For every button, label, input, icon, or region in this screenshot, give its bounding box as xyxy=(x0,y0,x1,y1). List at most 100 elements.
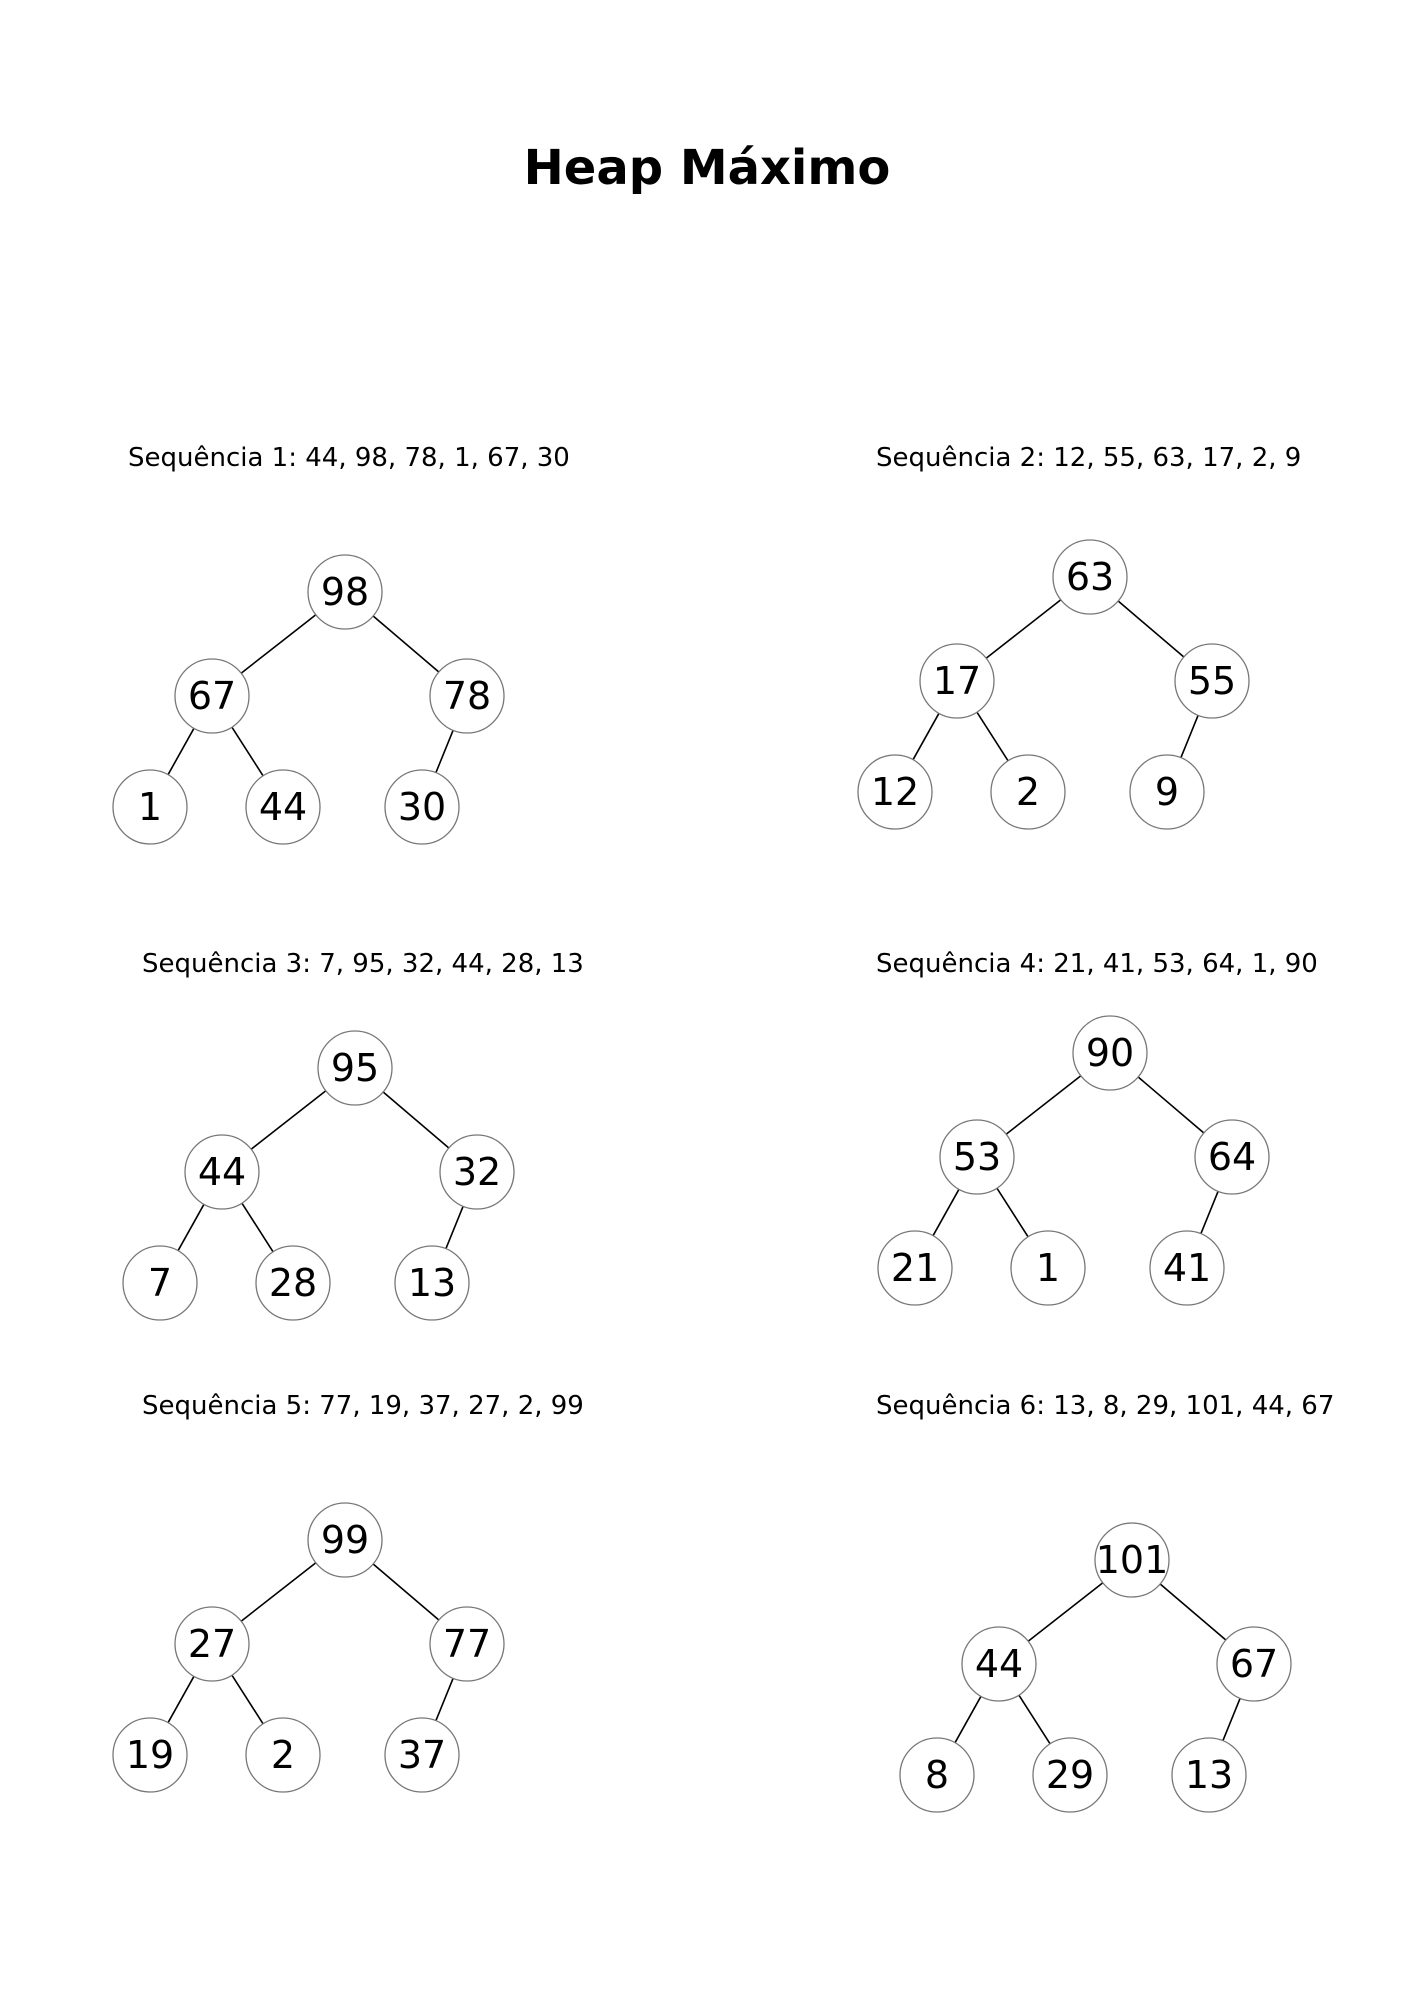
heap-node: 37 xyxy=(384,1717,460,1793)
page-title: Heap Máximo xyxy=(523,140,891,196)
heap-node: 78 xyxy=(429,658,505,734)
tree-edge xyxy=(1222,1697,1241,1742)
node-circle xyxy=(1216,1626,1292,1702)
heap-node: 19 xyxy=(112,1717,188,1793)
node-value: 13 xyxy=(408,1261,456,1305)
heap-node: 21 xyxy=(877,1230,953,1306)
node-circle xyxy=(384,1717,460,1793)
heap-node: 29 xyxy=(1032,1737,1108,1813)
tree-edge xyxy=(1200,1190,1219,1235)
sequence-label: Sequência 6: 13, 8, 29, 101, 44, 67 xyxy=(876,1391,1335,1421)
heap-node: 8 xyxy=(899,1737,975,1813)
tree-edge xyxy=(1159,1583,1227,1641)
tree-edge xyxy=(240,614,317,674)
tree-edge xyxy=(372,1563,440,1621)
tree-edge xyxy=(1005,1075,1082,1135)
tree-edge xyxy=(231,1674,264,1725)
tree-edge xyxy=(435,1677,454,1722)
heap-node: 99 xyxy=(307,1502,383,1578)
tree-edge xyxy=(1117,600,1185,658)
node-value: 44 xyxy=(975,1642,1023,1686)
node-value: 63 xyxy=(1066,555,1114,599)
node-value: 9 xyxy=(1155,770,1179,814)
node-circle xyxy=(919,643,995,719)
tree-edge xyxy=(1027,1582,1104,1642)
node-value: 90 xyxy=(1086,1031,1134,1075)
node-value: 37 xyxy=(398,1733,446,1777)
sequence-label: Sequência 3: 7, 95, 32, 44, 28, 13 xyxy=(142,949,584,979)
heap-node: 95 xyxy=(317,1030,393,1106)
node-value: 67 xyxy=(188,674,236,718)
node-value: 64 xyxy=(1208,1135,1256,1179)
heap-node: 90 xyxy=(1072,1015,1148,1091)
node-circle xyxy=(1032,1737,1108,1813)
node-circle xyxy=(857,754,933,830)
heap-node: 101 xyxy=(1094,1522,1170,1598)
node-value: 1 xyxy=(1036,1246,1060,1290)
node-value: 67 xyxy=(1230,1642,1278,1686)
node-value: 2 xyxy=(1016,770,1040,814)
heap-node: 17 xyxy=(919,643,995,719)
node-circle xyxy=(245,769,321,845)
heap-node: 28 xyxy=(255,1245,331,1321)
node-circle xyxy=(429,1606,505,1682)
sequence-label: Sequência 4: 21, 41, 53, 64, 1, 90 xyxy=(876,949,1318,979)
node-circle xyxy=(174,658,250,734)
node-value: 1 xyxy=(138,785,162,829)
node-value: 44 xyxy=(259,785,307,829)
node-circle xyxy=(307,1502,383,1578)
tree-edge xyxy=(240,1562,317,1622)
node-value: 95 xyxy=(331,1046,379,1090)
heap-node: 44 xyxy=(961,1626,1037,1702)
node-circle xyxy=(184,1134,260,1210)
heap-node: 2 xyxy=(990,754,1066,830)
node-circle xyxy=(307,554,383,630)
node-circle xyxy=(877,1230,953,1306)
heap-panel-6: Sequência 6: 13, 8, 29, 101, 44, 67 101 4… xyxy=(876,1390,1414,1830)
node-value: 32 xyxy=(453,1150,501,1194)
node-value: 8 xyxy=(925,1753,949,1797)
heap-node: 55 xyxy=(1174,643,1250,719)
node-circle xyxy=(1171,1737,1247,1813)
tree-edge xyxy=(912,712,940,761)
node-circle xyxy=(429,658,505,734)
node-value: 2 xyxy=(271,1733,295,1777)
node-circle xyxy=(122,1245,198,1321)
node-circle xyxy=(1072,1015,1148,1091)
heap-node: 12 xyxy=(857,754,933,830)
node-circle xyxy=(939,1119,1015,1195)
node-circle xyxy=(1010,1230,1086,1306)
tree-edge xyxy=(167,727,195,776)
node-circle xyxy=(384,769,460,845)
heap-node: 63 xyxy=(1052,539,1128,615)
node-value: 99 xyxy=(321,1518,369,1562)
tree-edge xyxy=(445,1205,464,1250)
heap-node: 77 xyxy=(429,1606,505,1682)
sequence-label: Sequência 5: 77, 19, 37, 27, 2, 99 xyxy=(142,1391,584,1421)
heap-node: 2 xyxy=(245,1717,321,1793)
node-value: 55 xyxy=(1188,659,1236,703)
node-circle xyxy=(245,1717,321,1793)
node-circle xyxy=(112,1717,188,1793)
tree-edge xyxy=(241,1202,274,1253)
heap-node: 1 xyxy=(1010,1230,1086,1306)
node-value: 41 xyxy=(1163,1246,1211,1290)
tree-edge xyxy=(231,726,264,777)
heap-node: 1 xyxy=(112,769,188,845)
node-circle xyxy=(961,1626,1037,1702)
heap-node: 98 xyxy=(307,554,383,630)
tree-edge xyxy=(435,729,454,774)
tree-edge xyxy=(250,1090,327,1150)
tree-edge xyxy=(932,1188,960,1237)
node-value: 19 xyxy=(126,1733,174,1777)
heap-node: 30 xyxy=(384,769,460,845)
heap-node: 9 xyxy=(1129,754,1205,830)
node-value: 17 xyxy=(933,659,981,703)
tree-edge xyxy=(1180,714,1199,759)
heap-node: 44 xyxy=(184,1134,260,1210)
